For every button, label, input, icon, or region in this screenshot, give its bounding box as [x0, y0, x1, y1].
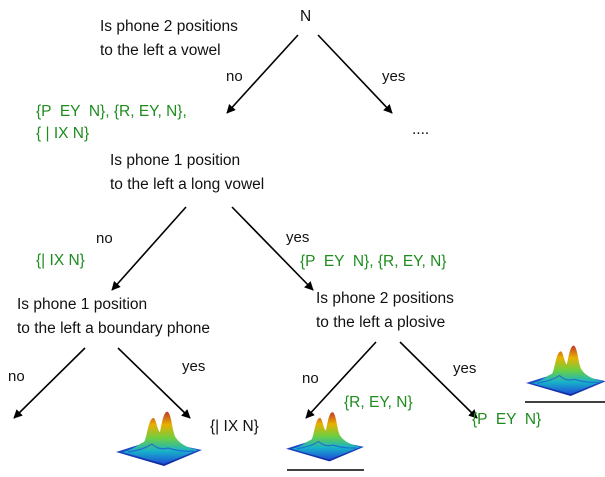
question-2-line-1: Is phone 1 position: [110, 152, 241, 169]
edge-q3-no: [13, 347, 86, 419]
edge-q2-yes: [231, 206, 314, 291]
edge-label-yes: yes: [286, 229, 310, 246]
phone-set-6: {P EY N}: [472, 411, 542, 428]
edge-label-no: no: [8, 368, 25, 385]
ellipsis-yes-subtree: ....: [412, 121, 430, 138]
gaussian-mixture-icon: [526, 345, 605, 397]
phone-set-5: {R, EY, N}: [344, 394, 413, 411]
question-1-line-1: Is phone 2 positions: [100, 18, 238, 35]
phone-set-1-line-1: {P EY N}, {R, EY, N},: [36, 103, 187, 120]
question-1-line-2: to the left a vowel: [100, 42, 221, 59]
edge-label-yes: yes: [382, 68, 406, 85]
phone-set-2: {| IX N}: [36, 252, 85, 269]
edge-label-yes: yes: [453, 360, 477, 377]
edge-q4-no: [305, 341, 377, 419]
edge-label-no: no: [96, 230, 113, 247]
gaussian-mixture-icon: [116, 411, 202, 467]
phone-set-3: {P EY N}, {R, EY, N}: [300, 253, 447, 270]
question-4-line-2: to the left a plosive: [316, 314, 446, 331]
edge-q4-yes: [399, 341, 478, 419]
phone-set-1-line-2: { | IX N}: [36, 125, 90, 142]
question-3-line-1: Is phone 1 position: [17, 296, 148, 313]
edge-label-no: no: [302, 370, 319, 387]
root-node-label: N: [300, 8, 312, 25]
question-3-line-2: to the left a boundary phone: [17, 320, 211, 337]
gaussian-mixture-icon: [286, 411, 364, 462]
question-4-line-1: Is phone 2 positions: [316, 290, 454, 307]
edge-root-yes: [317, 34, 393, 114]
edge-q2-no: [111, 206, 187, 291]
edge-label-yes: yes: [182, 358, 206, 375]
edge-root-no: [226, 34, 299, 114]
edge-q3-yes: [117, 347, 191, 419]
edge-label-no: no: [226, 68, 243, 85]
phone-set-4: {| IX N}: [210, 418, 259, 435]
question-2-line-2: to the left a long vowel: [110, 176, 265, 193]
